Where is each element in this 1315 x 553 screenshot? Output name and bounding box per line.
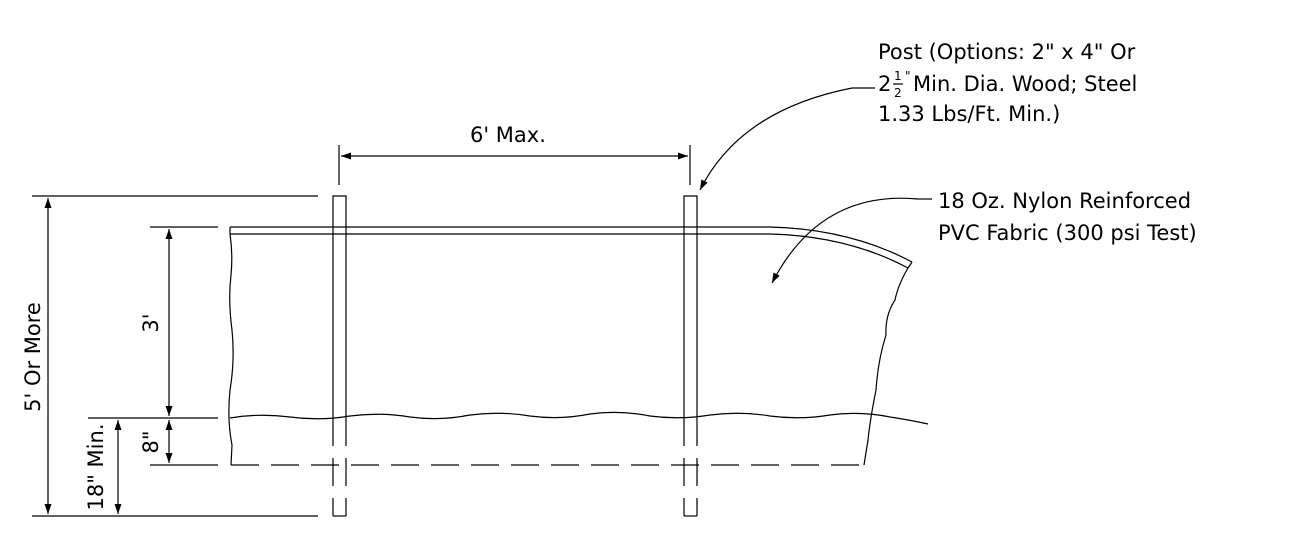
fabric-note-line2: PVC Fabric (300 psi Test): [938, 221, 1197, 245]
post-note-line3: 1.33 Lbs/Ft. Min.): [878, 102, 1060, 126]
svg-text:2: 2: [878, 72, 891, 96]
post-left: [332, 195, 347, 517]
svg-text:": ": [905, 69, 911, 83]
spacing-label: 6' Max.: [470, 123, 546, 147]
fabric-left-edge: [228, 233, 234, 466]
post-callout: [699, 87, 875, 191]
post-note-line1: Post (Options: 2" x 4" Or: [878, 40, 1136, 64]
fabric-note-line1: 18 Oz. Nylon Reinforced: [938, 189, 1191, 213]
post-note-line2: 2 1 2 " Min. Dia. Wood; Steel: [878, 69, 1137, 100]
post-right: [683, 195, 698, 517]
svg-text:1: 1: [894, 69, 902, 83]
spacing-dimension: [338, 145, 691, 185]
fence-height-label: 3': [139, 313, 163, 332]
total-height-label: 5' Or More: [21, 302, 45, 412]
ground-line: [229, 411, 929, 425]
fabric-right-edge: [863, 267, 909, 466]
embed-depth-label: 18" Min.: [84, 424, 108, 511]
fabric-callout: [771, 197, 932, 284]
svg-text:2: 2: [894, 86, 902, 100]
fabric-top-edge: [229, 226, 913, 269]
toe-depth-label: 8": [139, 430, 163, 453]
svg-text:Min. Dia. Wood; Steel: Min. Dia. Wood; Steel: [913, 72, 1137, 96]
